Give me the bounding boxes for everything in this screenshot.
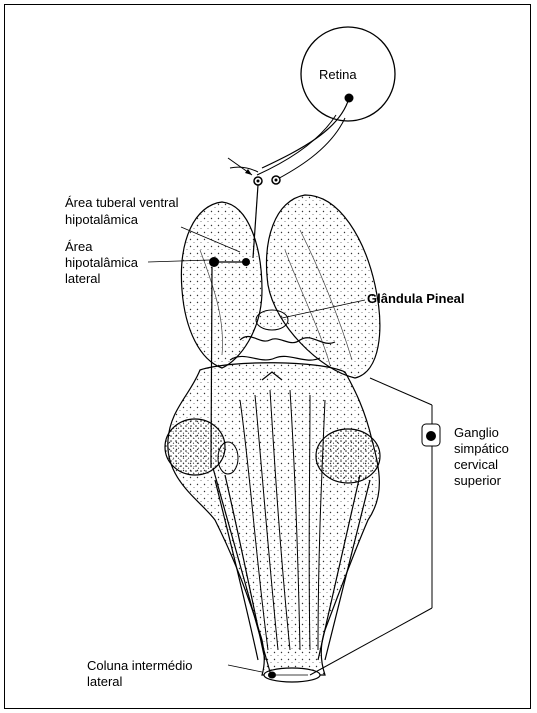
tuberal-label-line2: hipotalâmica — [65, 212, 138, 228]
coluna-label-line2: lateral — [87, 674, 122, 690]
right-lateral-lobe — [316, 429, 380, 483]
ganglio-label-line2: simpático — [454, 441, 509, 457]
lateral-label-line2: hipotalâmica — [65, 255, 138, 271]
tuberal-label-line1: Área tuberal ventral — [65, 195, 178, 211]
ganglio-label-line4: superior — [454, 473, 501, 489]
pineal-label: Glândula Pineal — [367, 291, 465, 307]
optic-fiber — [272, 118, 345, 182]
sympathetic-fiber — [370, 378, 432, 405]
ganglio-label-line1: Ganglio — [454, 425, 499, 441]
coluna-leader — [228, 665, 262, 672]
ganglion-neuron-icon — [426, 431, 436, 441]
lateral-label-line3: lateral — [65, 271, 100, 287]
left-hemisphere — [181, 202, 262, 368]
left-lateral-lobe — [165, 419, 225, 475]
ganglio-label-line3: cervical — [454, 457, 498, 473]
coluna-label-line1: Coluna intermédio — [87, 658, 193, 674]
pineal-gland — [256, 310, 288, 330]
right-hemisphere — [267, 195, 380, 378]
lateral-hypothalamic-neuron-icon — [209, 257, 219, 267]
retina-label: Retina — [319, 67, 357, 83]
lateral-label-line1: Área — [65, 239, 92, 255]
intermediolateral-neuron-icon — [268, 672, 276, 679]
brainstem — [168, 363, 380, 675]
optic-fiber — [257, 115, 336, 175]
